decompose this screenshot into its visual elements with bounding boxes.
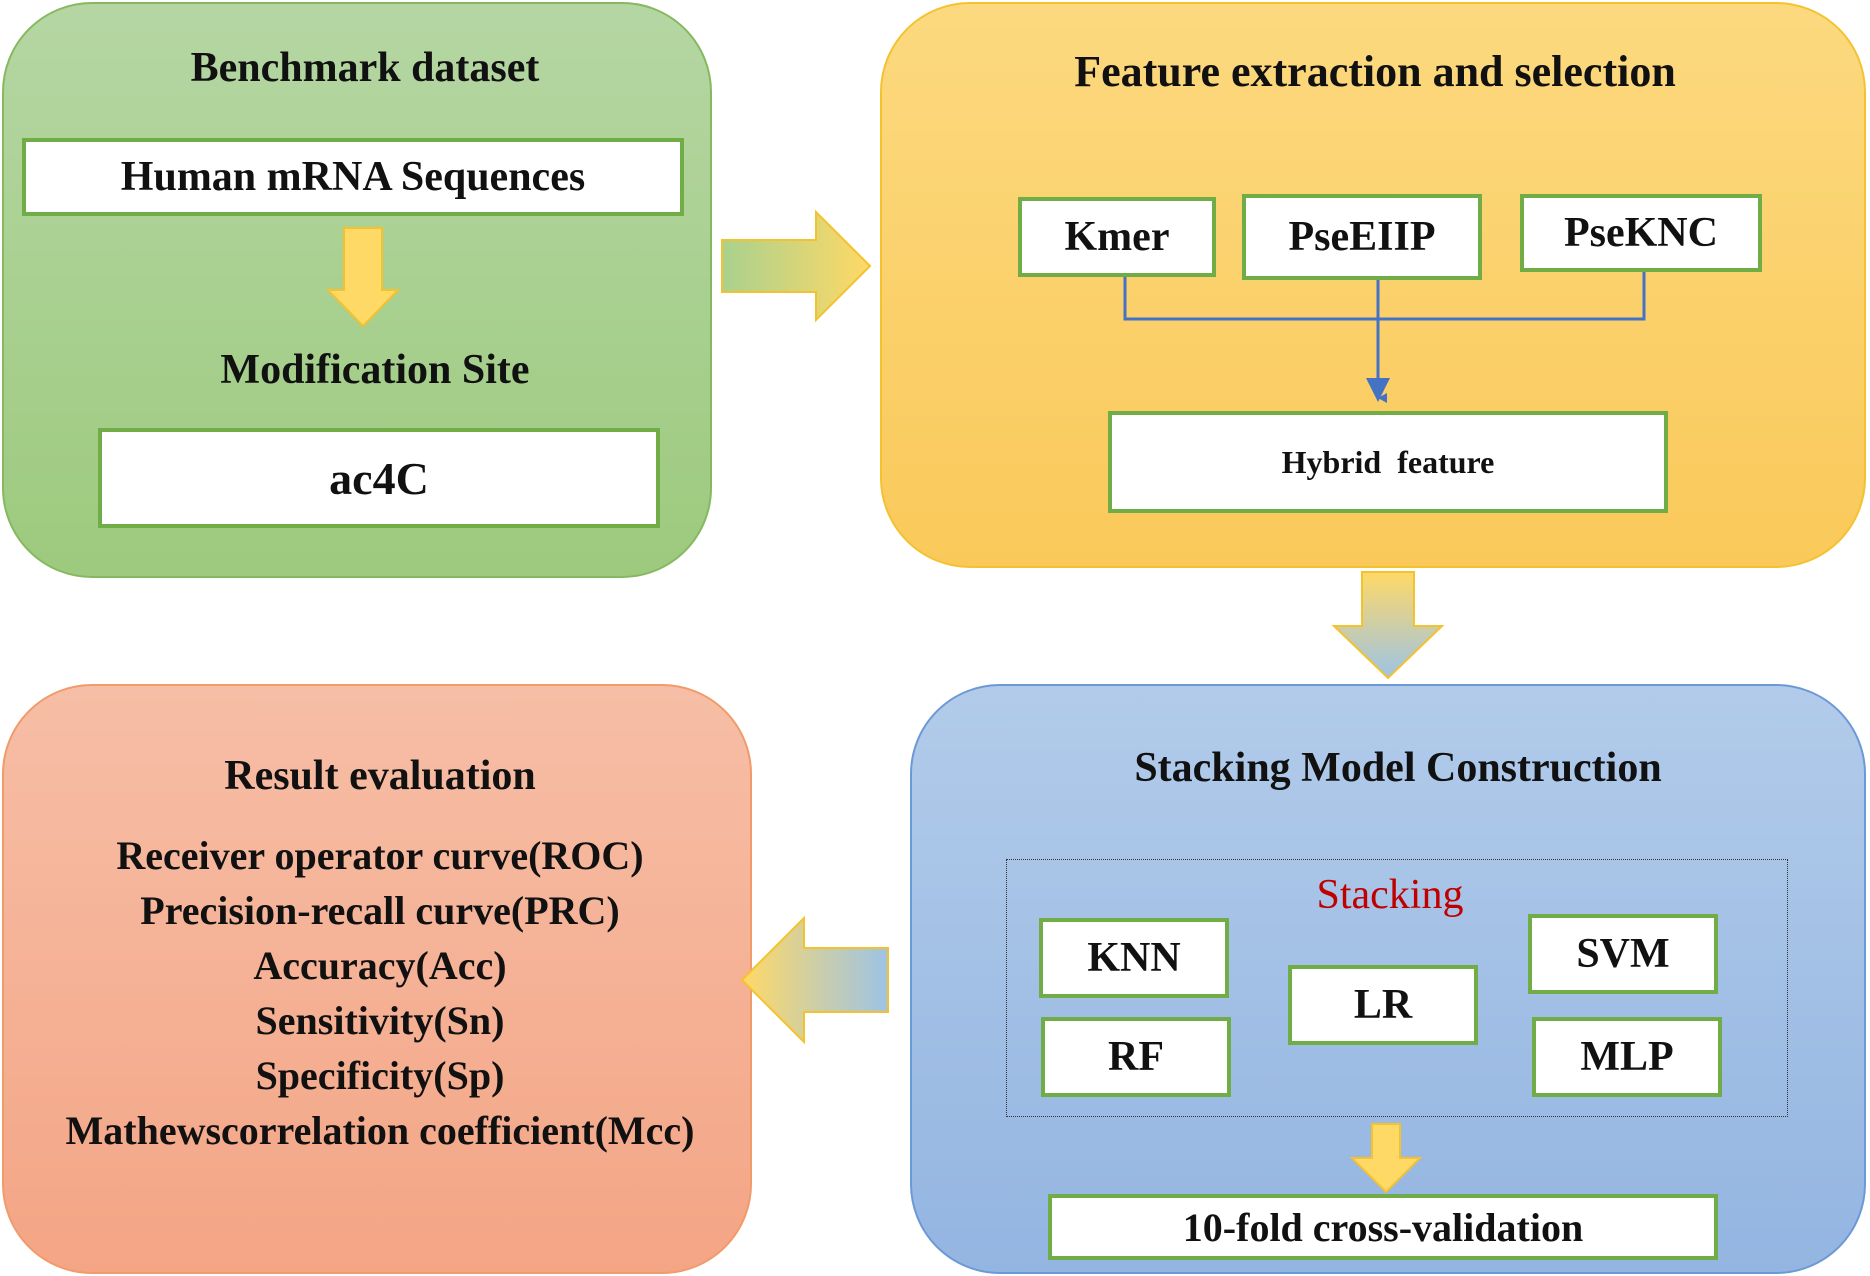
ac4c-box: ac4C — [98, 428, 660, 528]
metric-acc: Accuracy(Acc) — [253, 943, 507, 988]
kmer-box: Kmer — [1018, 197, 1216, 277]
rf-box: RF — [1041, 1017, 1231, 1097]
result-title: Result evaluation — [224, 753, 536, 799]
modification-site-title: Modification Site — [220, 347, 530, 393]
stacking-region-label: Stacking — [1316, 872, 1464, 918]
svm-box: SVM — [1528, 914, 1718, 994]
stacking-region — [1006, 859, 1788, 1117]
knn-box: KNN — [1039, 918, 1229, 998]
stacking-title: Stacking Model Construction — [1134, 745, 1662, 791]
hybrid-feature-box: Hybrid feature — [1108, 411, 1668, 513]
metric-sn: Sensitivity(Sn) — [255, 998, 505, 1043]
metric-roc: Receiver operator curve(ROC) — [116, 833, 644, 878]
metric-mcc: Mathewscorrelation coefficient(Mcc) — [65, 1108, 695, 1153]
arrow-benchmark-to-feature — [721, 209, 872, 323]
cross-validation-box: 10-fold cross-validation — [1048, 1194, 1718, 1260]
hybrid-connector-arrowhead — [1366, 378, 1390, 402]
benchmark-title: Benchmark dataset — [190, 45, 540, 91]
pseknc-box: PseKNC — [1520, 194, 1762, 272]
lr-box: LR — [1288, 965, 1478, 1045]
result-panel — [2, 684, 752, 1274]
arrow-stacking-to-result — [740, 915, 889, 1045]
feature-title: Feature extraction and selection — [1074, 47, 1676, 96]
pseeiip-box: PseEIIP — [1242, 194, 1482, 280]
arrow-stacking-to-validation — [1349, 1123, 1423, 1194]
metric-sp: Specificity(Sp) — [255, 1053, 505, 1098]
human-mrna-box: Human mRNA Sequences — [22, 138, 684, 216]
arrow-feature-to-stacking — [1331, 571, 1445, 680]
metric-prc: Precision-recall curve(PRC) — [140, 888, 620, 933]
mlp-box: MLP — [1532, 1017, 1722, 1097]
arrow-sequences-to-site — [325, 227, 401, 328]
